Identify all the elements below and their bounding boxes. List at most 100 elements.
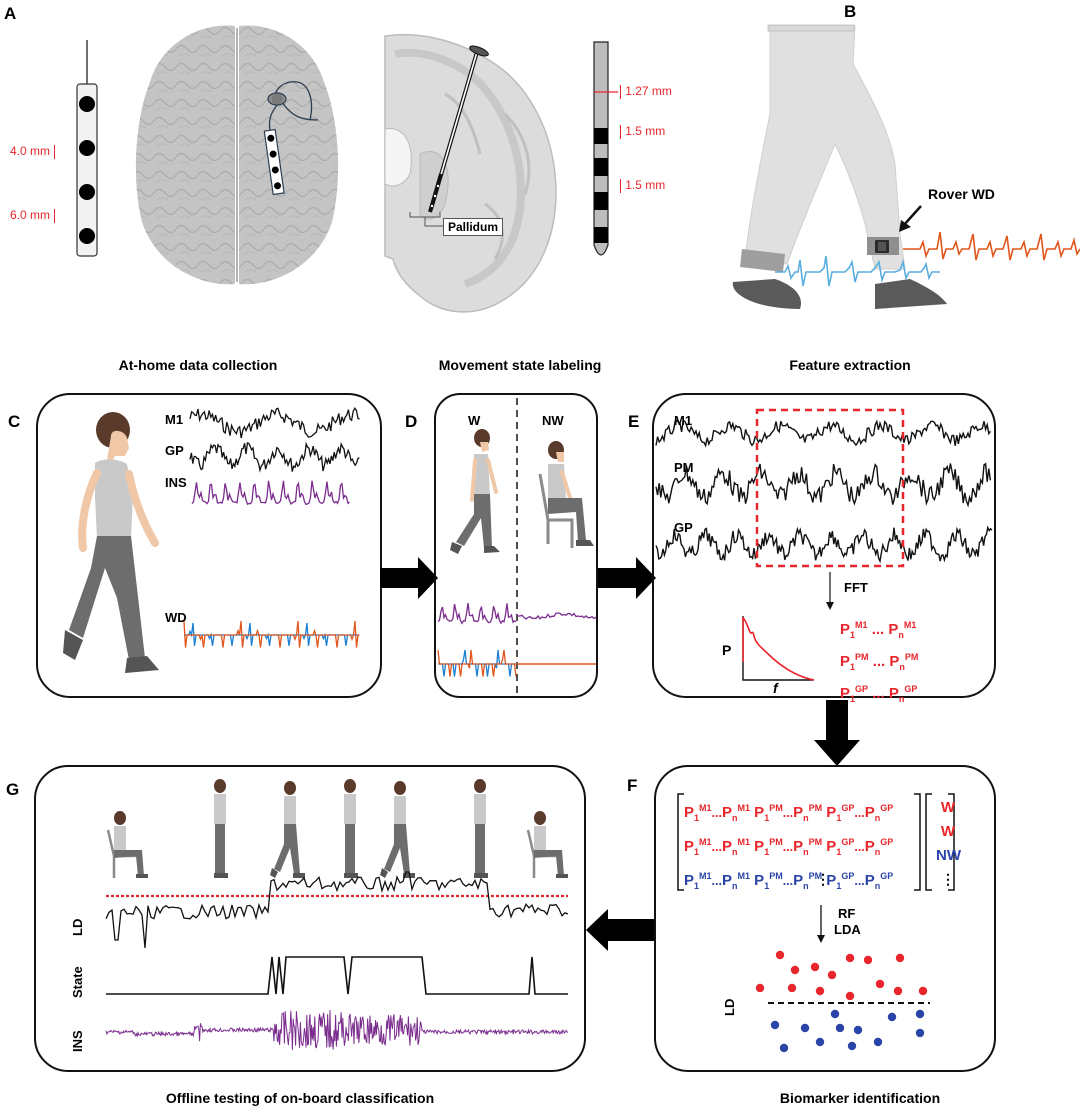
scatter-point-walking (893, 986, 903, 996)
signal-label-m1-e: M1 (674, 413, 693, 428)
caption-biomarker-identification: Biomarker identification (779, 1090, 941, 1106)
feature-row-m1: P1M1 ... PnM1 (840, 620, 917, 640)
scatter-point-walking (815, 986, 825, 996)
classifier-arrow (817, 905, 825, 943)
legs-with-wearable (732, 24, 1080, 309)
trace-wd-right (183, 620, 360, 648)
state-label-not-walking: NW (542, 413, 564, 428)
scatter-point-walking (895, 953, 905, 963)
matrix-vdots: ⋮ (816, 871, 830, 887)
panel-d-signals (437, 602, 597, 677)
dbs-spacing-3: 1.5 mm (620, 178, 665, 193)
panel-letter-f: F (627, 776, 638, 795)
scatter-point-walking (775, 950, 785, 960)
scatter-point-walking (845, 991, 855, 1001)
scatter-point-walking (810, 962, 820, 972)
scatter-point-walking (827, 970, 837, 980)
ecog-spacing-2: 6.0 mm (10, 208, 55, 223)
panel-g-traces (105, 871, 569, 1050)
trace-ins-g (105, 1009, 569, 1050)
scatter-point-walking (755, 983, 765, 993)
spectrum-x-label: f (773, 680, 778, 696)
posture-walking (270, 781, 305, 878)
scatter-point-not-walking (853, 1025, 863, 1035)
signal-label-wd: WD (165, 610, 187, 625)
scatter-point-walking (875, 979, 885, 989)
trace-ins-walking (437, 602, 517, 625)
matrix-row: P1M1...PnM1 P1PM...PnPM P1GP...PnGP (684, 871, 894, 891)
scatter-ld-label: LD (722, 998, 737, 1016)
posture-walking (380, 781, 415, 878)
caption-feature-extraction: Feature extraction (789, 357, 911, 373)
arrow-c-to-d (380, 557, 438, 599)
brain-top-view (135, 25, 339, 285)
matrix-row: P1M1...PnM1 P1PM...PnPM P1GP...PnGP (684, 803, 894, 823)
arrow-e-to-f (814, 700, 860, 766)
panel-letter-c: C (8, 412, 21, 431)
panel-g-box (34, 765, 586, 1072)
trace-m1 (189, 406, 360, 439)
posture-standing (474, 779, 488, 878)
method-lda: LDA (834, 922, 861, 937)
scatter-point-not-walking (770, 1020, 780, 1030)
class-label: NW (936, 847, 961, 864)
scatter-point-not-walking (830, 1009, 840, 1019)
panel-letter-d: D (405, 412, 418, 431)
ecog-strip-diagram (76, 40, 98, 257)
panel-e-box (652, 393, 996, 698)
arrow-f-to-g (586, 909, 654, 951)
signal-label-ins: INS (165, 475, 187, 490)
state-divider-line (516, 398, 518, 698)
trace-pm-e (655, 462, 992, 508)
feature-list: P1M1 ... PnM1 P1PM ... PnPM P1GP ... PnG… (840, 614, 918, 710)
scatter-point-not-walking (800, 1023, 810, 1033)
trace-state (106, 956, 568, 995)
scatter-point-walking (863, 955, 873, 965)
class-label: W (940, 799, 956, 816)
label-vdots: ⋮ (941, 871, 955, 887)
arrow-d-to-e (598, 557, 656, 599)
scatter-point-not-walking (873, 1037, 883, 1047)
fft-arrow (826, 572, 834, 610)
pallidum-label: Pallidum (443, 218, 504, 236)
posture-sitting (106, 811, 148, 878)
caption-at-home-data-collection: At-home data collection (118, 357, 278, 373)
spectrum-y-label: P (722, 642, 732, 658)
dbs-lead-diagram (593, 41, 618, 256)
scatter-point-not-walking (815, 1037, 825, 1047)
rover-wd-label: Rover WD (928, 186, 995, 202)
scatter-point-not-walking (887, 1012, 897, 1022)
dbs-spacing-2: 1.5 mm (620, 124, 665, 139)
scatter-point-walking (918, 986, 928, 996)
scatter-point-not-walking (779, 1043, 789, 1053)
posture-standing (344, 779, 358, 878)
feature-row-pm: P1PM ... PnPM (840, 652, 919, 672)
scatter-point-walking (845, 953, 855, 963)
trace-ld (105, 871, 569, 949)
trace-ins-not-walking (515, 612, 597, 620)
trace-ins (191, 480, 350, 506)
dbs-spacing-1: 1.27 mm (620, 84, 672, 99)
trace-label-ins: INS (70, 1030, 85, 1052)
scatter-point-walking (787, 983, 797, 993)
panel-d-box (434, 393, 598, 698)
panel-letter-e: E (628, 412, 640, 431)
trace-label-state: State (70, 966, 85, 998)
panel-f-box (654, 765, 996, 1072)
signal-label-m1: M1 (165, 412, 184, 427)
panel-c-signals (183, 406, 360, 648)
trace-gp (189, 441, 360, 473)
power-spectrum-plot (742, 616, 815, 681)
scatter-point-not-walking (915, 1028, 925, 1038)
trace-gp-e (655, 525, 993, 564)
panel-letter-a: A (4, 4, 17, 23)
scatter-point-not-walking (835, 1023, 845, 1033)
class-label: W (940, 823, 956, 840)
scatter-point-not-walking (847, 1041, 857, 1051)
feature-row-gp: P1GP ... PnGP (840, 684, 918, 704)
posture-sequence (106, 779, 568, 878)
panel-e-signals (655, 419, 993, 564)
matrix-row: P1M1...PnM1 P1PM...PnPM P1GP...PnGP (684, 837, 894, 857)
panel-letter-b: B (844, 2, 857, 21)
